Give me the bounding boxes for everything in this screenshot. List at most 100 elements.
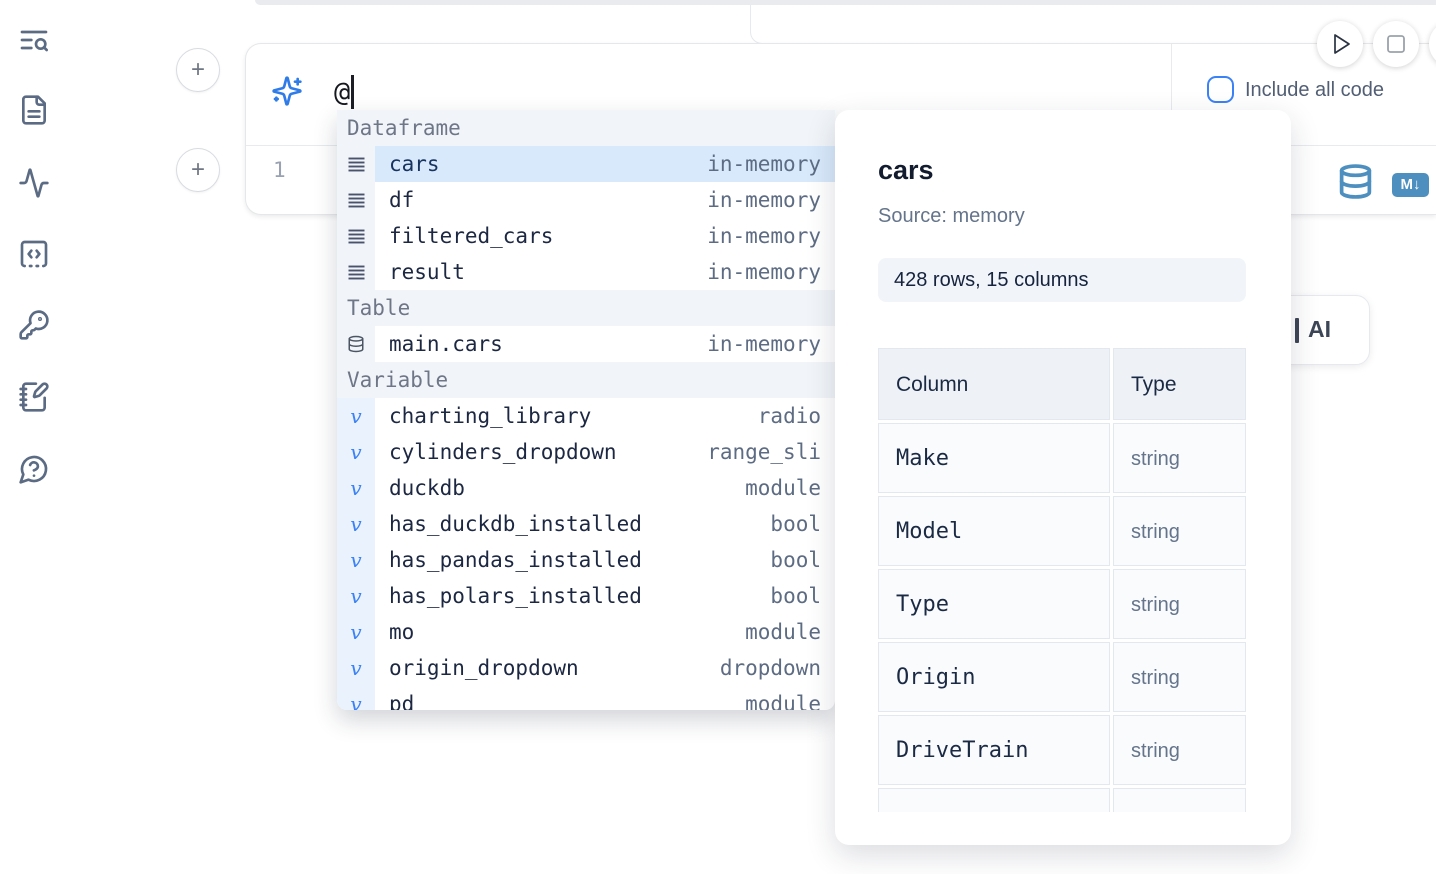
partial-row-cell [1113, 788, 1246, 812]
variable-icon: v [337, 650, 375, 686]
database-icon [337, 326, 375, 362]
item-name: main.cars [389, 332, 503, 356]
item-type: dropdown [719, 656, 821, 680]
section-header-variable: Variable [337, 362, 835, 398]
partial-button[interactable] [1429, 21, 1436, 67]
stop-button[interactable] [1373, 21, 1419, 67]
item-type: in-memory [707, 224, 821, 248]
item-name: pd [389, 692, 415, 710]
ai-prompt-input[interactable]: @ [334, 70, 355, 114]
item-name: has_duckdb_installed [389, 512, 642, 536]
variable-icon: v [337, 506, 375, 542]
variable-icon: v [337, 614, 375, 650]
variable-icon: v [337, 398, 375, 434]
item-type: bool [770, 584, 821, 608]
item-type: in-memory [707, 188, 821, 212]
notebook-pen-icon[interactable] [18, 381, 52, 415]
help-chat-icon[interactable] [18, 453, 52, 487]
autocomplete-item[interactable]: v charting_library radio [337, 398, 835, 434]
item-name: duckdb [389, 476, 465, 500]
item-type: range_sli [707, 440, 821, 464]
dataframe-icon [337, 182, 375, 218]
item-type: bool [770, 548, 821, 572]
autocomplete-item[interactable]: df in-memory [337, 182, 835, 218]
schema-header-cell: Type [1113, 348, 1246, 420]
item-name: mo [389, 620, 415, 644]
partial-row-cell [878, 788, 1110, 812]
autocomplete-item[interactable]: result in-memory [337, 254, 835, 290]
item-name: cylinders_dropdown [389, 440, 617, 464]
item-name: df [389, 188, 415, 212]
item-name: origin_dropdown [389, 656, 579, 680]
schema-column-type: string [1113, 423, 1246, 493]
activity-icon[interactable] [18, 167, 52, 201]
variable-icon: v [337, 578, 375, 614]
line-number: 1 [273, 158, 286, 182]
item-name: has_pandas_installed [389, 548, 642, 572]
autocomplete-item[interactable]: v has_pandas_installed bool [337, 542, 835, 578]
schema-header-cell: Column [878, 348, 1110, 420]
schema-column-type: string [1113, 569, 1246, 639]
sidebar [0, 0, 70, 874]
file-text-icon[interactable] [18, 94, 52, 128]
item-type: radio [757, 404, 821, 428]
dataframe-icon [337, 218, 375, 254]
item-name: result [389, 260, 465, 284]
prompt-divider [1171, 44, 1172, 145]
autocomplete-item[interactable]: v has_polars_installed bool [337, 578, 835, 614]
schema-column-type: string [1113, 496, 1246, 566]
include-all-code-label: Include all code [1245, 79, 1384, 101]
autocomplete-item[interactable]: filtered_cars in-memory [337, 218, 835, 254]
item-type: in-memory [707, 260, 821, 284]
preview-source: Source: memory [878, 205, 1025, 227]
text-cursor [351, 75, 355, 109]
run-cell-button[interactable] [1317, 21, 1363, 67]
clipped-glyph [1295, 318, 1299, 343]
item-name: has_polars_installed [389, 584, 642, 608]
schema-column-type: string [1113, 642, 1246, 712]
item-name: filtered_cars [389, 224, 554, 248]
dataframe-icon [337, 146, 375, 182]
schema-column-name: Make [878, 423, 1110, 493]
item-type: module [745, 692, 821, 710]
item-name: charting_library [389, 404, 592, 428]
dataframe-preview-panel: cars Source: memory 428 rows, 15 columns… [835, 110, 1291, 845]
section-header-dataframe: Dataframe [337, 110, 835, 146]
markdown-export-icon[interactable]: M↓ [1392, 173, 1429, 197]
variable-icon: v [337, 542, 375, 578]
schema-column-name: Model [878, 496, 1110, 566]
variable-icon: v [337, 434, 375, 470]
dataframe-icon [337, 254, 375, 290]
add-cell-button-bottom[interactable]: + [176, 148, 220, 192]
code-square-icon[interactable] [18, 238, 52, 272]
item-name: cars [389, 152, 440, 176]
item-type: module [745, 620, 821, 644]
autocomplete-item[interactable]: cars in-memory [337, 146, 835, 182]
autocomplete-item[interactable]: v cylinders_dropdown range_sli [337, 434, 835, 470]
schema-column-name: Origin [878, 642, 1110, 712]
item-type: bool [770, 512, 821, 536]
include-all-code-checkbox[interactable] [1207, 76, 1234, 103]
schema-column-type: string [1113, 715, 1246, 785]
variable-icon: v [337, 686, 375, 710]
schema-column-name: DriveTrain [878, 715, 1110, 785]
add-cell-button-top[interactable]: + [176, 48, 220, 92]
database-icon[interactable] [1337, 163, 1374, 200]
text-search-icon[interactable] [18, 24, 52, 58]
key-icon[interactable] [18, 309, 52, 343]
code-editor-row[interactable]: 1 M↓ [246, 145, 1436, 214]
variable-icon: v [337, 470, 375, 506]
item-type: in-memory [707, 152, 821, 176]
autocomplete-item[interactable]: v origin_dropdown dropdown [337, 650, 835, 686]
prompt-text: @ [334, 76, 351, 108]
section-header-table: Table [337, 290, 835, 326]
sparkles-ai-icon [271, 75, 303, 107]
ai-button-label: AI [1308, 316, 1331, 342]
autocomplete-item[interactable]: v has_duckdb_installed bool [337, 506, 835, 542]
